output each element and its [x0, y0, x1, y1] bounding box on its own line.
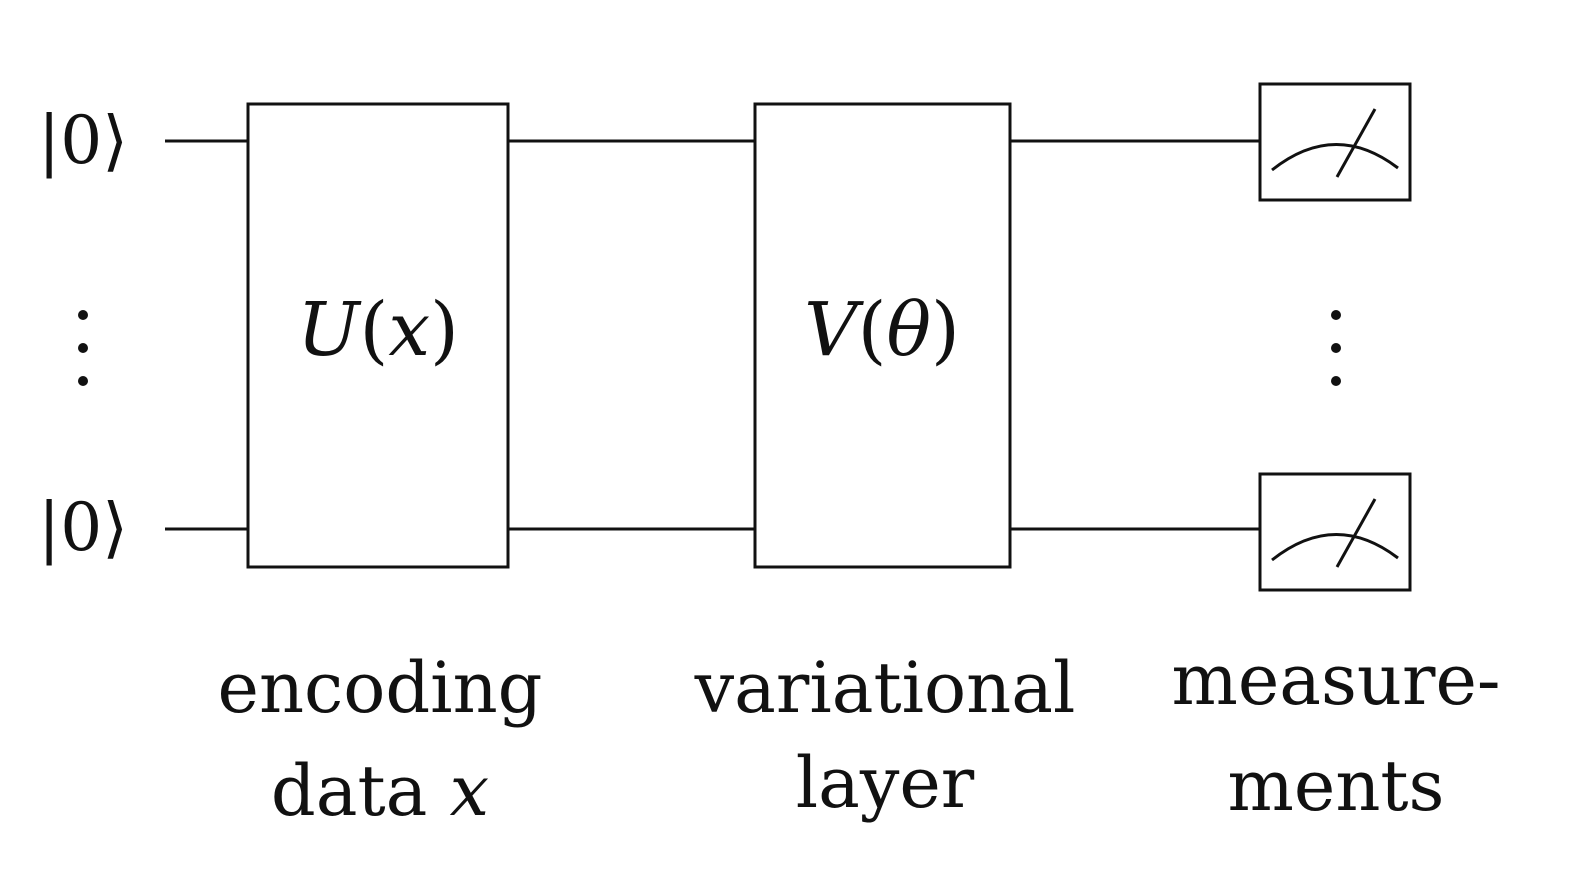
meter-arc-icon: [1271, 143, 1399, 172]
measurement-caption-line2: ments: [1228, 745, 1445, 827]
meter-arc-icon: [1271, 533, 1399, 562]
encoding-caption-line1: encoding: [218, 647, 543, 729]
measurement-meter-top: [1258, 82, 1412, 202]
encoding-caption-line2: data x: [271, 750, 489, 832]
variational-caption-line2: layer: [796, 742, 975, 824]
variational-gate-label: V(θ): [804, 287, 960, 373]
meter-needle-icon: [1335, 498, 1377, 568]
encoding-gate: U(x): [246, 102, 510, 569]
meter-needle-icon: [1335, 108, 1377, 178]
output-vertical-dots: [1331, 310, 1341, 386]
input-state-bottom: |0⟩: [38, 489, 128, 566]
encoding-gate-label: U(x): [297, 287, 459, 373]
variational-caption-line1: variational: [694, 647, 1076, 729]
measurement-meter-bottom: [1258, 472, 1412, 592]
input-state-top: |0⟩: [38, 102, 128, 179]
variational-gate: V(θ): [753, 102, 1012, 569]
input-vertical-dots: [78, 310, 88, 386]
measurement-caption-line1: measure-: [1171, 639, 1500, 721]
